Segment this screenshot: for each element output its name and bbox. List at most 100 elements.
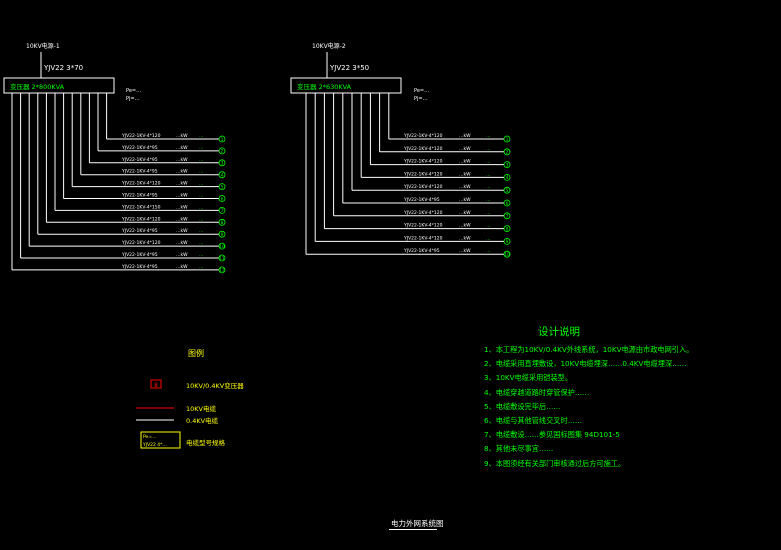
incoming-cable-label: YJV22 3*70 (43, 64, 83, 72)
feeder-tag-label: … (486, 172, 491, 177)
feeder-cable-label: YJV22-1KV-4*95 (121, 145, 158, 151)
feeder-end-node (218, 171, 226, 179)
feeder-cable-label: YJV22-1KV-4*95 (121, 169, 158, 175)
feeder-cable-label: YJV22-1KV-4*120 (121, 133, 161, 139)
feeder-node-number: 6 (506, 201, 509, 207)
feeder-cable-label: YJV22-1KV-4*95 (403, 197, 440, 203)
feeder-cable-label: YJV22-1KV-4*95 (121, 193, 158, 199)
feeder-cable-label: YJV22-1KV-4*120 (403, 184, 443, 190)
drawing-title: 电力外网系统图 (391, 519, 444, 528)
feeder-cable-label: YJV22-1KV-4*95 (121, 228, 158, 234)
feeder-tag-label: … (199, 265, 204, 270)
feeder-node-number: 5 (506, 188, 509, 194)
feeder-node-number: 3 (506, 162, 509, 168)
legend-spec-line: Pe=… (143, 434, 157, 440)
note-line: 5、电缆敷设完毕后…… (484, 401, 561, 411)
feeder-node-number: 4 (221, 173, 224, 179)
feeder-load-label: …kW (176, 216, 188, 222)
legend-spec-line: YJV22 4*… (142, 442, 167, 448)
feeder-cable-label: YJV22-1KV-4*120 (403, 159, 443, 165)
feeder-end-node (218, 242, 226, 250)
feeder-load-label: …kW (459, 184, 471, 190)
feeder-load-label: …kW (459, 248, 471, 254)
note-line: 6、电缆与其他管线交叉时…… (484, 416, 583, 426)
note-line: 8、其他未尽事宜…… (484, 444, 554, 454)
feeder-end-node (503, 199, 511, 207)
feeder-end-node (218, 218, 226, 226)
feeder-node-number: 8 (506, 226, 509, 232)
transformer-meta: Pj=… (126, 96, 140, 102)
feeder-cable-label: YJV22-1KV-4*95 (121, 252, 158, 258)
feeder-load-label: …kW (176, 204, 188, 210)
legend-transformer-symbol-glyph: 8 (154, 382, 158, 389)
transformer-label: 变压器 2*630KVA (297, 82, 352, 91)
feeder-node-number: 9 (221, 232, 224, 238)
feeder-load-label: …kW (459, 223, 471, 229)
transformer-meta: Pe=… (126, 88, 141, 94)
feeder-end-node (503, 186, 511, 194)
source-label: 10KV电源-1 (26, 42, 60, 50)
feeder-load-label: …kW (176, 133, 188, 139)
feeder-tag-label: … (486, 249, 491, 254)
feeder-end-node (218, 254, 226, 262)
design-notes-title: 设计说明 (538, 326, 580, 338)
feeder-end-node (503, 237, 511, 245)
feeder-load-label: …kW (459, 146, 471, 152)
feeder-load-label: …kW (459, 235, 471, 241)
feeder-tag-label: … (199, 217, 204, 222)
feeder-tag-label: … (199, 229, 204, 234)
feeder-node-number: 1 (506, 137, 509, 143)
feeder-load-label: …kW (459, 197, 471, 203)
feeder-cable-label: YJV22-1KV-4*120 (403, 171, 443, 177)
legend-hv-cable-text: 10KV电缆 (186, 405, 216, 413)
feeder-cable-label: YJV22-1KV-4*95 (121, 264, 158, 270)
feeder-load-label: …kW (176, 240, 188, 246)
feeder-tag-label: … (199, 182, 204, 187)
feeder-tag-label: … (486, 211, 491, 216)
feeder-end-node (503, 250, 511, 258)
note-line: 4、电缆穿越道路时穿管保护…… (484, 387, 590, 397)
feeder-load-label: …kW (459, 159, 471, 165)
source-label: 10KV电源-2 (312, 42, 346, 50)
feeder-cable-label: YJV22-1KV-4*120 (121, 216, 161, 222)
feeder-load-label: …kW (176, 157, 188, 163)
transformer-box (290, 77, 402, 94)
feeder-tag-label: … (199, 253, 204, 258)
feeder-tag-label: … (486, 236, 491, 241)
feeder-end-node (503, 212, 511, 220)
feeder-cable-label: YJV22-1KV-4*150 (121, 204, 161, 210)
feeder-node-number: 3 (221, 161, 224, 167)
note-line: 7、电缆敷设……参见国标图集 94D101-5 (484, 430, 620, 440)
feeder-load-label: …kW (176, 193, 188, 199)
feeder-load-label: …kW (176, 252, 188, 258)
feeder-end-node (503, 173, 511, 181)
feeder-load-label: …kW (459, 171, 471, 177)
feeder-node-number: 1 (221, 137, 224, 143)
feeder-load-label: …kW (176, 145, 188, 151)
legend-spec-text: 电缆型号规格 (186, 439, 225, 447)
feeder-cable-label: YJV22-1KV-4*120 (121, 240, 161, 246)
feeder-tag-label: … (486, 160, 491, 165)
feeder-load-label: …kW (176, 169, 188, 175)
feeder-cable-label: YJV22-1KV-4*120 (403, 235, 443, 241)
feeder-cable-label: YJV22-1KV-4*120 (403, 223, 443, 229)
legend-transformer-text: 10KV/0.4KV变压器 (186, 382, 244, 390)
feeder-cable-label: YJV22-1KV-4*120 (121, 181, 161, 187)
feeder-end-node (218, 230, 226, 238)
feeder-tag-label: … (199, 194, 204, 199)
feeder-end-node (218, 266, 226, 274)
feeder-tag-label: … (199, 158, 204, 163)
incoming-cable-label: YJV22 3*50 (329, 64, 369, 72)
feeder-tag-label: … (199, 241, 204, 246)
feeder-cable-label: YJV22-1KV-4*120 (403, 146, 443, 152)
note-line: 3、10KV电缆采用铠装型。 (484, 373, 573, 383)
feeder-end-node (218, 135, 226, 143)
feeder-end-node (503, 135, 511, 143)
note-line: 9、本图须经有关部门审核通过后方可施工。 (484, 458, 626, 468)
feeder-node-number: 10 (219, 244, 225, 250)
note-line: 1、本工程为10KV/0.4KV外线系统，10KV电源由市政电网引入。 (484, 345, 694, 354)
note-line: 2、电缆采用直埋敷设，10KV电缆埋深……0.4KV电缆埋深…… (484, 359, 687, 369)
feeder-end-node (218, 195, 226, 202)
feeder-tag-label: … (199, 134, 204, 139)
